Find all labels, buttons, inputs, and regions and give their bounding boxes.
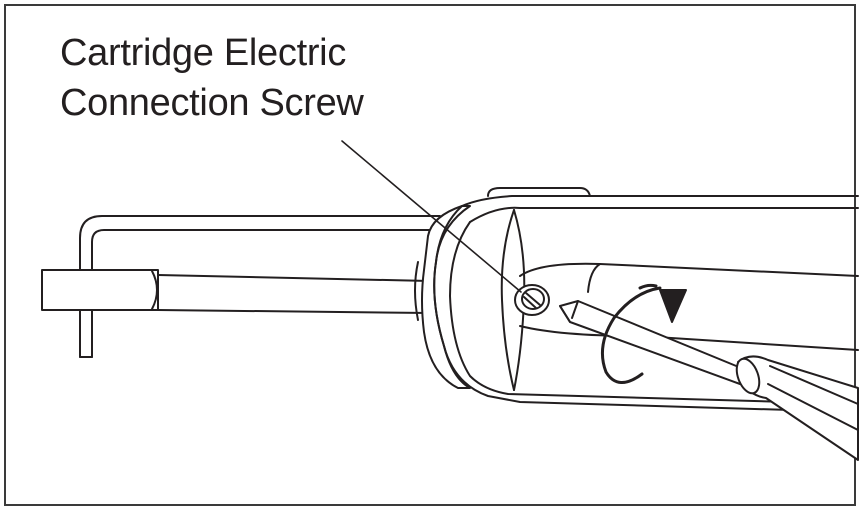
- callout-label: Cartridge Electric Connection Screw: [60, 28, 364, 128]
- rotate-clockwise-arrow-icon: [600, 283, 687, 384]
- tonearm-tube-end: [41, 269, 159, 311]
- callout-label-line-2: Connection Screw: [60, 82, 364, 124]
- tonearm-tube: [41, 269, 431, 314]
- screwdriver: [559, 300, 859, 461]
- callout-leader-line: [341, 140, 522, 293]
- callout-label-line-1: Cartridge Electric: [60, 32, 347, 74]
- finger-lift: [79, 215, 441, 358]
- connection-screw: [514, 284, 550, 316]
